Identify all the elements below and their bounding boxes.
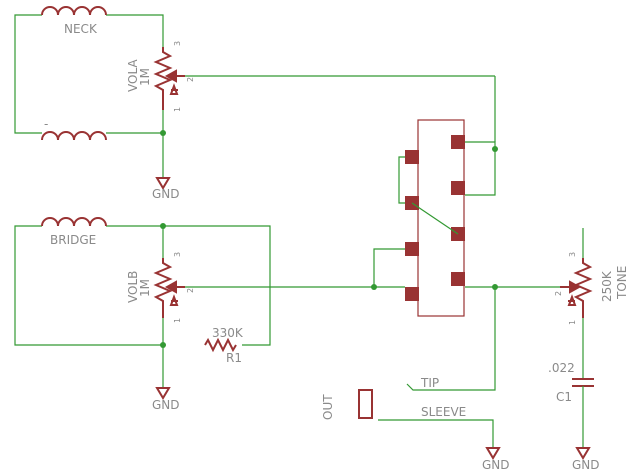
junction-switch-input (371, 284, 377, 290)
r1-name: R1 (226, 351, 242, 365)
neck-label: NECK (64, 22, 98, 36)
volb-pin3: 3 (173, 252, 182, 257)
gnd-tone-label: GND (572, 458, 600, 472)
capacitor-c1: .022 C1 (548, 361, 594, 448)
switch-pad-l1 (405, 150, 419, 164)
vola-pin2: 2 (186, 77, 195, 82)
switch-pad-l4 (405, 287, 419, 301)
gnd-symbol-tone: GND (572, 447, 600, 472)
junction-neck-ground (160, 130, 166, 136)
neck-pickup: NECK - (14, 6, 164, 141)
bridge-pickup: BRIDGE (14, 217, 271, 346)
junction-output (492, 284, 498, 290)
volb-pin2: 2 (186, 288, 195, 293)
junction-bridge-bottom (160, 342, 166, 348)
jack-name: OUT (321, 394, 335, 420)
c1-value: .022 (548, 361, 575, 375)
vola-potentiometer: 3 2 1 VOLA 1M (126, 41, 495, 178)
tone-name: TONE (615, 266, 629, 300)
switch-pad-r1 (451, 135, 465, 149)
gnd-symbol-bridge: GND (152, 387, 180, 412)
selector-switch (373, 76, 496, 317)
gnd-jack-label: GND (482, 458, 510, 472)
vola-name: VOLA (126, 59, 140, 92)
volb-name: VOLB (126, 271, 140, 303)
volb-potentiometer: 3 2 1 VOLB 1M (126, 226, 405, 388)
switch-pad-r2 (451, 181, 465, 195)
gnd-symbol-neck: GND (152, 177, 180, 201)
junction-switch-top (492, 146, 498, 152)
neck-minus-label: - (44, 117, 48, 131)
r1-value: 330K (212, 326, 244, 340)
switch-pad-l3 (405, 242, 419, 256)
output-jack: OUT TIP SLEEVE (321, 376, 494, 448)
sleeve-wire (378, 419, 494, 448)
tone-pin2: 2 (554, 291, 563, 296)
junction-bridge-top (160, 223, 166, 229)
resistor-r1: 330K R1 (204, 326, 244, 365)
volb-pin1: 1 (173, 318, 182, 323)
gnd-symbol-jack: GND (482, 447, 510, 472)
vola-pin3: 3 (173, 41, 182, 46)
switch-pad-r4 (451, 272, 465, 286)
jack-sleeve-label: SLEEVE (421, 405, 466, 419)
tone-pin3: 3 (568, 252, 577, 257)
volb-value: 1M (138, 279, 152, 297)
gnd-bridge-label: GND (152, 398, 180, 412)
vola-pin1: 1 (173, 107, 182, 112)
jack-tip-label: TIP (420, 376, 439, 390)
bridge-label: BRIDGE (50, 233, 96, 247)
tone-potentiometer: 3 2 1 250K TONE (554, 228, 629, 378)
tone-pin1: 1 (568, 320, 577, 325)
gnd-neck-label: GND (152, 187, 180, 201)
tip-wire (406, 287, 496, 391)
c1-name: C1 (556, 390, 572, 404)
tone-value: 250K (600, 270, 614, 302)
vola-value: 1M (138, 68, 152, 86)
